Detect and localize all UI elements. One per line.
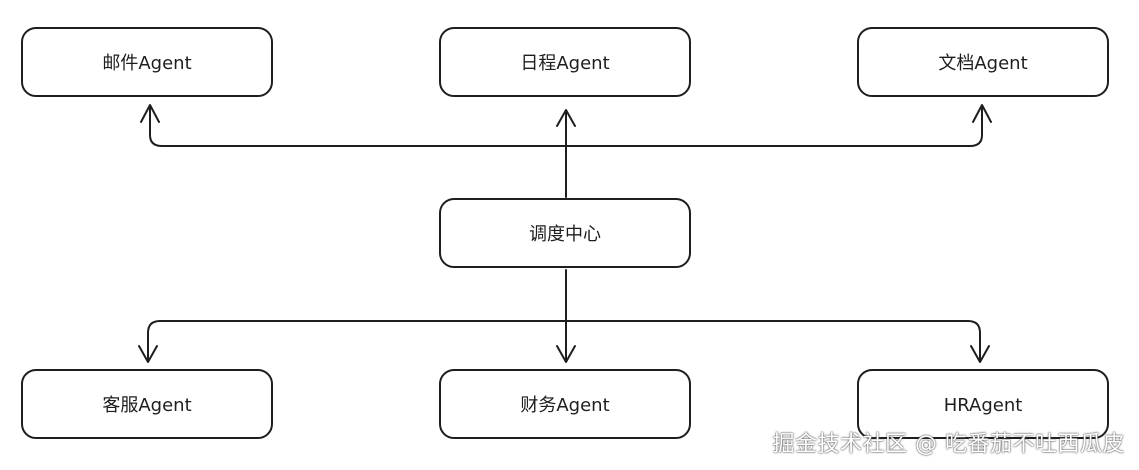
- watermark-text: 掘金技术社区 @ 吃番茄不吐西瓜皮: [772, 432, 1125, 457]
- node-dispatch-center-label: 调度中心: [529, 224, 601, 245]
- arrowhead-mail: [140, 104, 160, 123]
- node-customer-service-agent-label: 客服Agent: [102, 395, 191, 416]
- node-mail-agent-label: 邮件Agent: [102, 53, 191, 74]
- edge-branch-top: [149, 107, 983, 147]
- arrowhead-docs: [972, 104, 992, 123]
- arrowhead-finance: [556, 345, 576, 363]
- node-mail-agent: 邮件Agent: [21, 27, 273, 97]
- node-customer-service-agent: 客服Agent: [21, 369, 273, 439]
- arrowhead-customer-service: [138, 345, 158, 363]
- node-docs-agent: 文档Agent: [857, 27, 1109, 97]
- node-dispatch-center: 调度中心: [439, 198, 691, 268]
- node-finance-agent-label: 财务Agent: [520, 395, 609, 416]
- edges-to-bottom: [138, 269, 990, 363]
- arrowhead-schedule: [556, 109, 576, 127]
- edge-branch-bottom: [147, 320, 981, 361]
- node-finance-agent: 财务Agent: [439, 369, 691, 439]
- arrowhead-hr: [970, 345, 990, 363]
- edges-to-top: [140, 104, 992, 198]
- node-schedule-agent: 日程Agent: [439, 27, 691, 97]
- node-schedule-agent-label: 日程Agent: [520, 53, 609, 74]
- node-hr-agent: HRAgent: [857, 369, 1109, 439]
- node-hr-agent-label: HRAgent: [944, 395, 1023, 416]
- node-docs-agent-label: 文档Agent: [938, 53, 1027, 74]
